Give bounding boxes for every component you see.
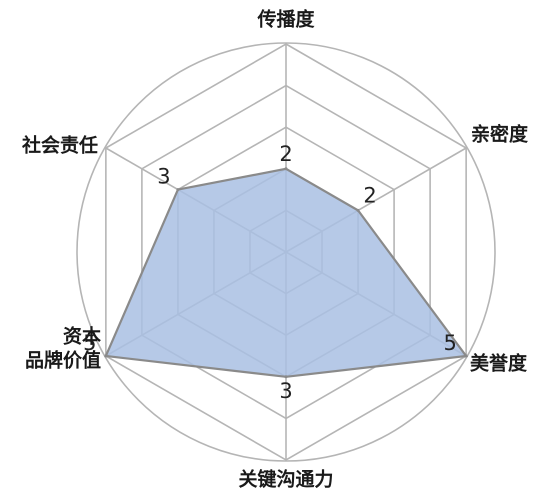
value-label-2: 5 — [443, 331, 456, 355]
data-point-4 — [104, 354, 108, 358]
data-point-2 — [464, 354, 468, 358]
outer-circle — [76, 42, 496, 462]
axis-label-0: 传播度 — [256, 8, 315, 31]
data-point-5 — [176, 188, 180, 192]
value-label-4: 5 — [83, 331, 96, 355]
axis-label-1: 亲密度 — [471, 123, 529, 146]
data-layer — [104, 167, 469, 379]
axis-label-4-line-0: 资本 — [63, 325, 101, 348]
value-labels: 2 2 5 3 5 3 — [83, 142, 457, 403]
series-area — [104, 167, 469, 378]
value-label-0: 2 — [279, 142, 292, 166]
axis-label-5: 社会责任 — [21, 134, 98, 157]
axis-label-2: 美誉度 — [470, 352, 528, 375]
data-point-3 — [284, 375, 288, 379]
value-label-1: 2 — [363, 183, 376, 207]
axis-label-3: 关键沟通力 — [238, 468, 333, 491]
data-point-1 — [356, 208, 360, 212]
value-label-5: 3 — [157, 165, 170, 189]
value-label-3: 3 — [279, 379, 292, 403]
data-point-0 — [284, 167, 288, 171]
axis-label-4-line-1: 品牌价值 — [25, 349, 101, 372]
